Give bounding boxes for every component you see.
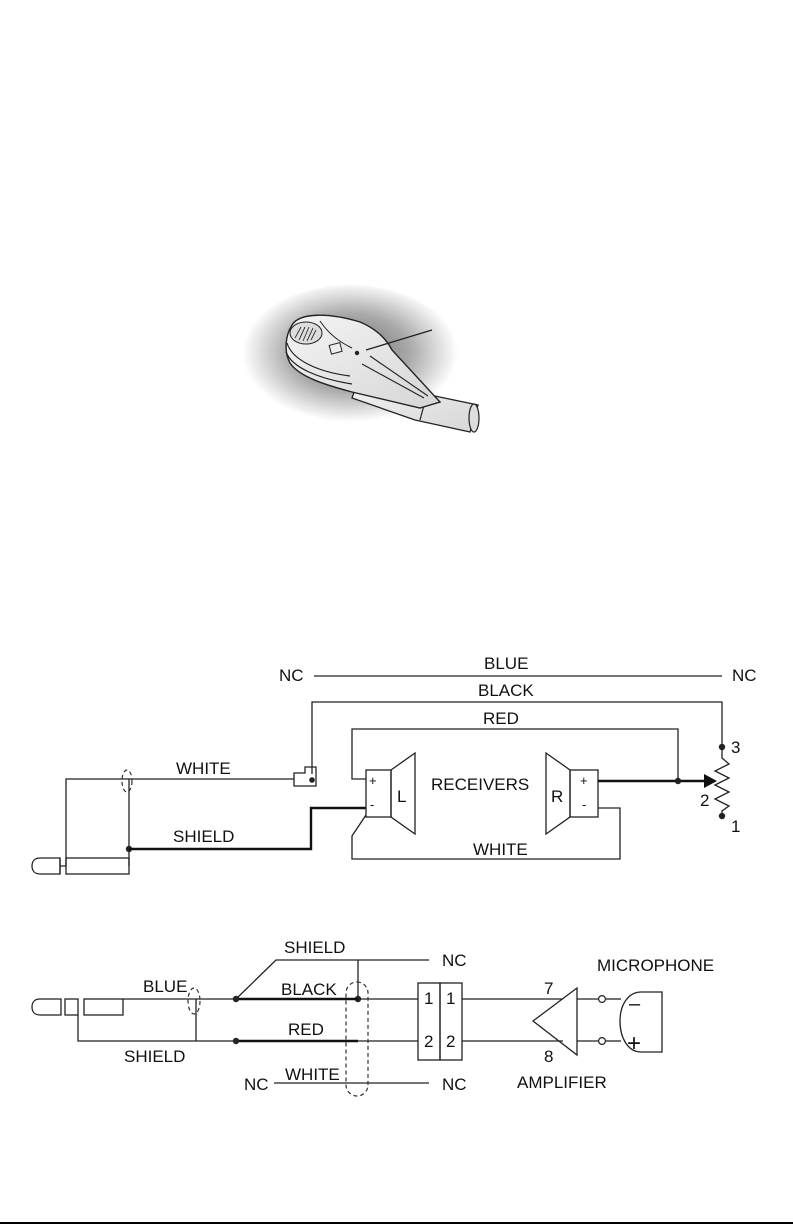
amp-pin-8: 8 <box>544 1047 553 1066</box>
label-shield-bottom: SHIELD <box>124 1047 185 1066</box>
receiver-right-plus: + <box>580 773 588 788</box>
label-nc-right-2: NC <box>442 1075 467 1094</box>
label-receivers: RECEIVERS <box>431 775 529 794</box>
connector-pin-1a: 1 <box>424 989 433 1008</box>
receiver-left: + - L <box>366 753 415 834</box>
potentiometer-wiper-arrow <box>704 774 717 788</box>
label-shield: SHIELD <box>173 827 234 846</box>
label-white-2: WHITE <box>285 1065 340 1084</box>
label-white-top: WHITE <box>176 759 231 778</box>
receiver-left-minus: - <box>370 797 374 812</box>
pot-pin-1: 1 <box>731 817 740 836</box>
label-nc-right: NC <box>732 666 757 685</box>
receiver-right-label: R <box>551 787 563 806</box>
microphone-wiring-diagram: SHIELD NC MICROPHONE BLUE BLACK RED SHIE… <box>32 938 714 1096</box>
label-amplifier: AMPLIFIER <box>517 1073 607 1092</box>
receiver-right-minus: - <box>582 797 586 812</box>
receiver-left-label: L <box>397 787 406 806</box>
label-shield-top: SHIELD <box>284 938 345 957</box>
mic-minus: – <box>629 993 641 1015</box>
pot-pin-3: 3 <box>731 738 740 757</box>
receiver-wiring-diagram: NC BLUE NC BLACK RED WHITE SHIELD + - L … <box>32 654 757 874</box>
audio-plug-1 <box>32 858 129 874</box>
connector-pin-2b: 2 <box>446 1032 455 1051</box>
potentiometer: 3 2 1 <box>700 738 740 836</box>
audio-plug-2 <box>32 999 123 1015</box>
label-white-bottom: WHITE <box>473 840 528 859</box>
mic-plus: + <box>627 1030 641 1057</box>
amp-pin-7: 7 <box>544 979 553 998</box>
label-black: BLACK <box>478 681 534 700</box>
label-nc-left: NC <box>279 666 304 685</box>
label-red: RED <box>483 709 519 728</box>
label-blue-2: BLUE <box>143 977 187 996</box>
label-microphone: MICROPHONE <box>597 956 714 975</box>
connector-pin-1b: 1 <box>446 989 455 1008</box>
label-black-2: BLACK <box>281 980 337 999</box>
connector-pin-2a: 2 <box>424 1032 433 1051</box>
pot-pin-2: 2 <box>700 791 709 810</box>
receiver-right: R + - <box>546 753 598 834</box>
label-nc-top: NC <box>442 951 467 970</box>
label-nc-left-2: NC <box>244 1075 269 1094</box>
connector-block: 1 1 2 2 <box>418 983 462 1060</box>
amplifier-symbol <box>533 988 577 1055</box>
label-red-2: RED <box>288 1020 324 1039</box>
label-blue: BLUE <box>484 654 528 673</box>
microphone-symbol: – + <box>620 992 662 1057</box>
earpiece-illustration <box>242 285 479 432</box>
receiver-left-plus: + <box>369 773 377 788</box>
